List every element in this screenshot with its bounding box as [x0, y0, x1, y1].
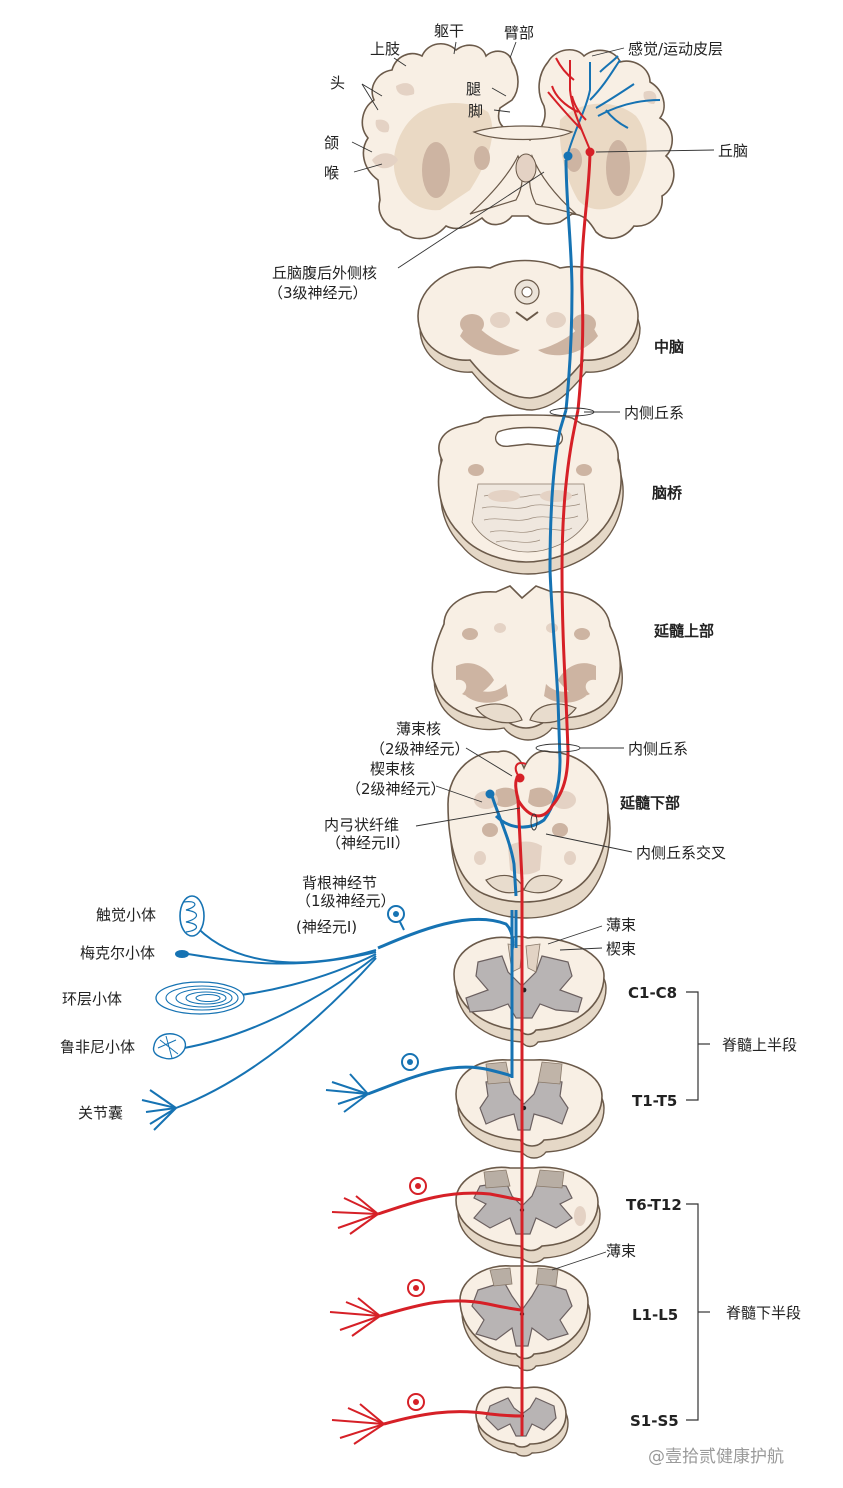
label-pons: 脑桥 — [652, 484, 683, 502]
label-lower-cord: 脊髓下半段 — [726, 1304, 801, 1322]
label-drg: 背根神经节 — [302, 874, 377, 892]
coronal-brain-section — [361, 43, 675, 240]
peripheral-nerves — [141, 905, 523, 1445]
ruffini-ending-icon — [152, 1033, 187, 1060]
label-trunk: 躯干 — [434, 22, 464, 40]
label-medial-lemniscus-2: 内侧丘系 — [628, 740, 688, 758]
spinal-segment-lumbar — [459, 1265, 591, 1372]
spinal-segment-lower-thoracic — [455, 1166, 601, 1264]
label-drg-order: （1级神经元） — [296, 892, 396, 910]
red-pathway — [514, 57, 595, 1436]
label-t6-t12: T6-T12 — [626, 1196, 682, 1214]
label-upper-cord: 脊髓上半段 — [722, 1036, 797, 1054]
label-l1-l5: L1-L5 — [632, 1306, 678, 1324]
label-ruffini: 鲁非尼小体 — [60, 1038, 135, 1056]
label-jaw: 颌 — [324, 134, 339, 152]
label-s1-s5: S1-S5 — [630, 1412, 679, 1430]
label-upper-medulla: 延髓上部 — [653, 622, 714, 640]
label-meissner: 触觉小体 — [96, 906, 156, 924]
label-t1-t5: T1-T5 — [632, 1092, 677, 1110]
label-merkel: 梅克尔小体 — [80, 944, 155, 962]
label-neuron-1: (神经元I) — [296, 918, 357, 936]
label-head: 头 — [330, 74, 345, 92]
label-decussation: 内侧丘系交叉 — [636, 844, 726, 862]
label-cortex: 感觉/运动皮层 — [628, 40, 723, 58]
label-cuneate-nucleus: 楔束核 — [370, 760, 415, 778]
label-fasciculus-cuneatus: 楔束 — [606, 940, 636, 958]
receptors — [152, 895, 245, 1060]
label-fasciculus-gracilis-2: 薄束 — [606, 1242, 636, 1260]
label-thalamus: 丘脑 — [718, 142, 748, 160]
labels: 躯干 臂部 上肢 头 腿 脚 颌 喉 感觉/运动皮层 丘脑 丘脑腹后外侧核 （3… — [60, 22, 801, 1467]
label-internal-arcuate-order: （神经元II） — [326, 834, 410, 852]
label-upper-limb: 上肢 — [370, 40, 400, 58]
label-vpl-nucleus: 丘脑腹后外侧核 — [272, 264, 377, 282]
label-c1-c8: C1-C8 — [628, 984, 677, 1002]
pons-section — [437, 414, 624, 575]
label-internal-arcuate: 内弓状纤维 — [324, 816, 399, 834]
meissner-corpuscle-icon — [179, 895, 205, 937]
leader-lines — [351, 41, 715, 1271]
label-foot: 脚 — [468, 102, 483, 120]
label-midbrain: 中脑 — [654, 338, 684, 356]
label-throat: 喉 — [324, 164, 339, 182]
watermark: @壹拾贰健康护航 — [648, 1447, 784, 1467]
midbrain-section — [417, 259, 641, 411]
segment-brackets — [686, 991, 710, 1421]
label-vpl-order: （3级神经元） — [268, 284, 368, 302]
merkel-disc-icon — [175, 950, 189, 958]
label-leg: 腿 — [466, 80, 481, 98]
label-cuneate-order: （2级神经元） — [346, 780, 446, 798]
label-gracile-order: （2级神经元） — [370, 740, 470, 758]
label-joint-capsule: 关节囊 — [78, 1104, 123, 1122]
label-gracile-nucleus: 薄束核 — [396, 720, 441, 738]
label-arm: 臂部 — [504, 24, 534, 42]
label-medial-lemniscus-1: 内侧丘系 — [624, 404, 684, 422]
spinal-segment-cervical — [453, 935, 607, 1048]
lower-medulla-section — [447, 750, 611, 919]
label-fasciculus-gracilis-1: 薄束 — [606, 916, 636, 934]
upper-medulla-section — [431, 585, 623, 741]
label-pacinian: 环层小体 — [62, 990, 122, 1008]
label-lower-medulla: 延髓下部 — [619, 794, 680, 812]
spinal-segment-upper-thoracic — [455, 1059, 605, 1159]
pacinian-corpuscle-icon — [155, 981, 245, 1015]
